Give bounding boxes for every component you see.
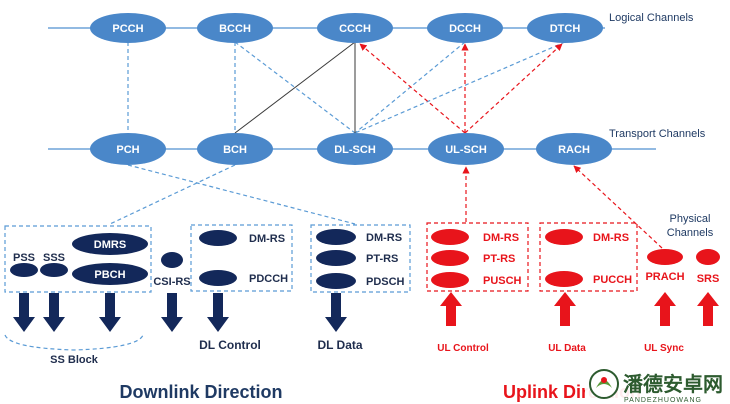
ss-block-brace (4, 334, 144, 351)
svg-text:RACH: RACH (558, 144, 590, 156)
arrow-up-icon (554, 292, 576, 326)
sss-mark (40, 263, 68, 277)
transport-node-dl-sch: DL-SCH (317, 133, 393, 165)
ul-data-label: UL Data (548, 343, 586, 354)
watermark-subtext: PANDEZHUOWANG (624, 397, 702, 404)
svg-text:PCH: PCH (116, 144, 139, 156)
transport-node-ul-sch: UL-SCH (428, 133, 504, 165)
csi-rs-label: CSI-RS (153, 276, 190, 288)
logical-node-dtch: DTCH (527, 13, 603, 43)
dl-control-group: DM-RS PDCCH (190, 224, 293, 292)
logical-node-ccch: CCCH (317, 13, 393, 43)
pbch-mark (72, 263, 148, 285)
watermark: 潘德安卓网 PANDEZHUOWANG (585, 368, 730, 404)
logical-channels: PCCH BCCH CCCH DCCH DTCH (90, 13, 603, 43)
dl-control-item-pdcch: PDCCH (249, 273, 288, 285)
ul-data-item-pucch: PUCCH (593, 274, 632, 286)
arrow-down-icon (207, 293, 229, 332)
downlink-mappings (109, 41, 566, 225)
ss-block-group: PSS SSS DMRS PBCH (4, 225, 152, 293)
arrow-down-icon (43, 293, 65, 332)
srs-group: SRS (696, 249, 720, 285)
dmrs-label: DMRS (94, 239, 126, 251)
dl-data-item-pdsch: PDSCH (366, 276, 405, 288)
arrow-up-icon (697, 292, 719, 326)
pss-mark (10, 263, 38, 277)
dl-data-item-dmrs: DM-RS (366, 232, 402, 244)
prach-mark (647, 249, 683, 265)
dl-data-item-ptrs: PT-RS (366, 253, 398, 265)
logical-channels-label: Logical Channels (609, 12, 694, 24)
arrow-up-icon (654, 292, 676, 326)
arrow-down-icon (325, 293, 347, 332)
dl-control-label: DL Control (199, 338, 261, 352)
ul-control-item-ptrs: PT-RS (483, 253, 515, 265)
svg-text:DL-SCH: DL-SCH (334, 144, 376, 156)
dl-data-group: DM-RS PT-RS PDSCH (310, 224, 411, 293)
dmrs-mark (72, 233, 148, 255)
watermark-text: 潘德安卓网 (623, 372, 723, 396)
svg-text:BCCH: BCCH (219, 23, 251, 35)
arrow-up-icon (440, 292, 462, 326)
arrow-down-icon (13, 293, 35, 332)
srs-label: SRS (697, 273, 720, 285)
svg-text:PCCH: PCCH (112, 23, 143, 35)
ul-data-item-dmrs: DM-RS (593, 232, 629, 244)
downlink-direction-label: Downlink Direction (119, 382, 282, 402)
ul-data-group: DM-RS PUCCH (539, 222, 638, 292)
pbch-label: PBCH (94, 269, 125, 281)
srs-mark (696, 249, 720, 265)
prach-group: PRACH (645, 249, 685, 283)
csi-rs-mark (161, 252, 183, 268)
ul-sync-label: UL Sync (644, 343, 684, 354)
arrow-down-icon (99, 293, 121, 332)
transport-node-bch: BCH (197, 133, 273, 165)
ul-control-label: UL Control (437, 343, 489, 354)
pss-label: PSS (13, 252, 35, 264)
dl-control-item-dmrs: DM-RS (249, 233, 285, 245)
transport-node-rach: RACH (536, 133, 612, 165)
ul-control-item-dmrs: DM-RS (483, 232, 519, 244)
transport-channels-label: Transport Channels (609, 128, 706, 140)
uplink-arrows (440, 292, 719, 326)
downlink-arrows (13, 293, 347, 332)
csi-rs-group: CSI-RS (153, 252, 191, 288)
logical-node-bcch: BCCH (197, 13, 273, 43)
physical-channels-label-line1: Physical (670, 213, 711, 225)
logical-node-dcch: DCCH (427, 13, 503, 43)
ss-block-label: SS Block (50, 354, 99, 366)
prach-label: PRACH (645, 271, 684, 283)
common-mappings (234, 41, 356, 134)
uplink-mappings (359, 43, 663, 249)
sss-label: SSS (43, 252, 65, 264)
svg-text:UL-SCH: UL-SCH (445, 144, 487, 156)
transport-channels: PCH BCH DL-SCH UL-SCH RACH (90, 133, 612, 165)
dl-data-label: DL Data (317, 338, 362, 352)
svg-text:DCCH: DCCH (449, 23, 481, 35)
svg-text:DTCH: DTCH (550, 23, 581, 35)
physical-channels-label-line2: Channels (667, 227, 714, 239)
transport-node-pch: PCH (90, 133, 166, 165)
logical-node-pcch: PCCH (90, 13, 166, 43)
ul-control-group: DM-RS PT-RS PUSCH (426, 222, 529, 292)
svg-text:BCH: BCH (223, 144, 247, 156)
ul-control-item-pusch: PUSCH (483, 275, 522, 287)
arrow-down-icon (161, 293, 183, 332)
svg-text:CCCH: CCCH (339, 23, 371, 35)
